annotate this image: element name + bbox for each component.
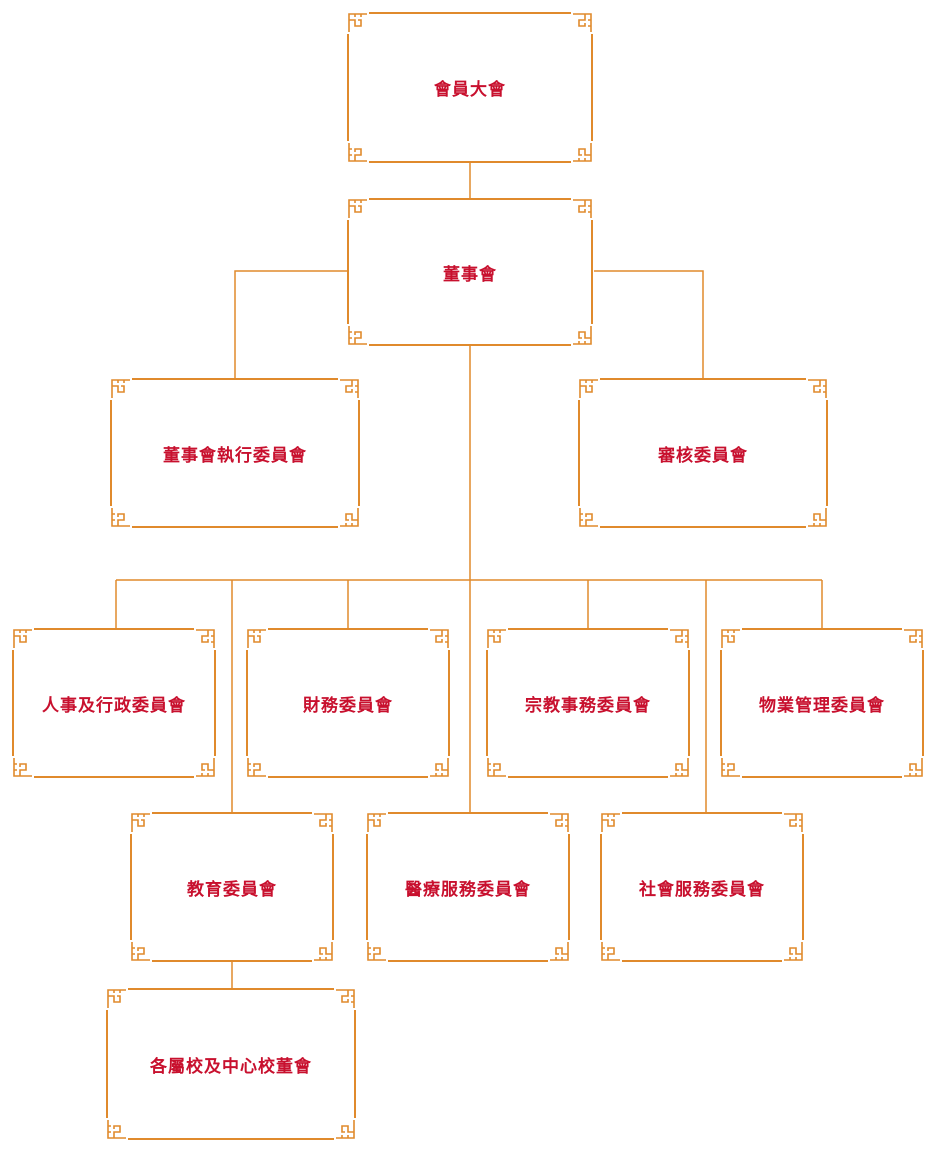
corner-ornament-icon xyxy=(571,324,593,346)
corner-ornament-icon xyxy=(366,940,388,962)
node-label: 會員大會 xyxy=(434,75,506,100)
corner-ornament-icon xyxy=(246,756,268,778)
corner-ornament-icon xyxy=(312,940,334,962)
node-school-boards: 各屬校及中心校董會 xyxy=(106,988,356,1140)
corner-ornament-icon xyxy=(428,756,450,778)
node-property-management: 物業管理委員會 xyxy=(720,628,924,778)
node-medical-services: 醫療服務委員會 xyxy=(366,812,570,962)
corner-ornament-icon xyxy=(110,506,132,528)
connector-board-executive xyxy=(235,271,348,378)
node-label: 董事會 xyxy=(443,260,497,285)
corner-ornament-icon xyxy=(334,1118,356,1140)
corner-ornament-icon xyxy=(347,198,369,220)
corner-ornament-icon xyxy=(194,756,216,778)
node-label: 董事會執行委員會 xyxy=(163,441,307,466)
corner-ornament-icon xyxy=(902,628,924,650)
node-label: 人事及行政委員會 xyxy=(42,691,186,716)
node-label: 社會服務委員會 xyxy=(639,875,765,900)
node-label: 審核委員會 xyxy=(658,441,748,466)
node-religious-affairs: 宗教事務委員會 xyxy=(486,628,690,778)
node-board-executive: 董事會執行委員會 xyxy=(110,378,360,528)
corner-ornament-icon xyxy=(571,12,593,34)
corner-ornament-icon xyxy=(600,940,622,962)
node-social-services: 社會服務委員會 xyxy=(600,812,804,962)
corner-ornament-icon xyxy=(806,378,828,400)
corner-ornament-icon xyxy=(130,812,152,834)
node-board: 董事會 xyxy=(347,198,593,346)
corner-ornament-icon xyxy=(347,141,369,163)
corner-ornament-icon xyxy=(347,12,369,34)
corner-ornament-icon xyxy=(428,628,450,650)
node-label: 各屬校及中心校董會 xyxy=(150,1052,312,1077)
corner-ornament-icon xyxy=(130,940,152,962)
corner-ornament-icon xyxy=(782,812,804,834)
corner-ornament-icon xyxy=(110,378,132,400)
corner-ornament-icon xyxy=(902,756,924,778)
node-finance: 財務委員會 xyxy=(246,628,450,778)
corner-ornament-icon xyxy=(782,940,804,962)
corner-ornament-icon xyxy=(578,378,600,400)
corner-ornament-icon xyxy=(366,812,388,834)
corner-ornament-icon xyxy=(548,940,570,962)
corner-ornament-icon xyxy=(720,628,742,650)
corner-ornament-icon xyxy=(347,324,369,346)
node-members-assembly: 會員大會 xyxy=(347,12,593,163)
corner-ornament-icon xyxy=(548,812,570,834)
corner-ornament-icon xyxy=(571,141,593,163)
corner-ornament-icon xyxy=(106,988,128,1010)
corner-ornament-icon xyxy=(334,988,356,1010)
corner-ornament-icon xyxy=(338,378,360,400)
node-label: 宗教事務委員會 xyxy=(525,691,651,716)
connector-board-audit xyxy=(594,271,703,378)
corner-ornament-icon xyxy=(600,812,622,834)
corner-ornament-icon xyxy=(106,1118,128,1140)
corner-ornament-icon xyxy=(571,198,593,220)
corner-ornament-icon xyxy=(486,756,508,778)
corner-ornament-icon xyxy=(668,628,690,650)
corner-ornament-icon xyxy=(578,506,600,528)
corner-ornament-icon xyxy=(312,812,334,834)
node-education: 教育委員會 xyxy=(130,812,334,962)
node-label: 財務委員會 xyxy=(303,691,393,716)
corner-ornament-icon xyxy=(246,628,268,650)
corner-ornament-icon xyxy=(806,506,828,528)
corner-ornament-icon xyxy=(12,628,34,650)
node-hr-admin: 人事及行政委員會 xyxy=(12,628,216,778)
node-label: 教育委員會 xyxy=(187,875,277,900)
node-audit: 審核委員會 xyxy=(578,378,828,528)
corner-ornament-icon xyxy=(720,756,742,778)
node-label: 物業管理委員會 xyxy=(759,691,885,716)
corner-ornament-icon xyxy=(486,628,508,650)
corner-ornament-icon xyxy=(12,756,34,778)
corner-ornament-icon xyxy=(338,506,360,528)
corner-ornament-icon xyxy=(194,628,216,650)
corner-ornament-icon xyxy=(668,756,690,778)
node-label: 醫療服務委員會 xyxy=(405,875,531,900)
